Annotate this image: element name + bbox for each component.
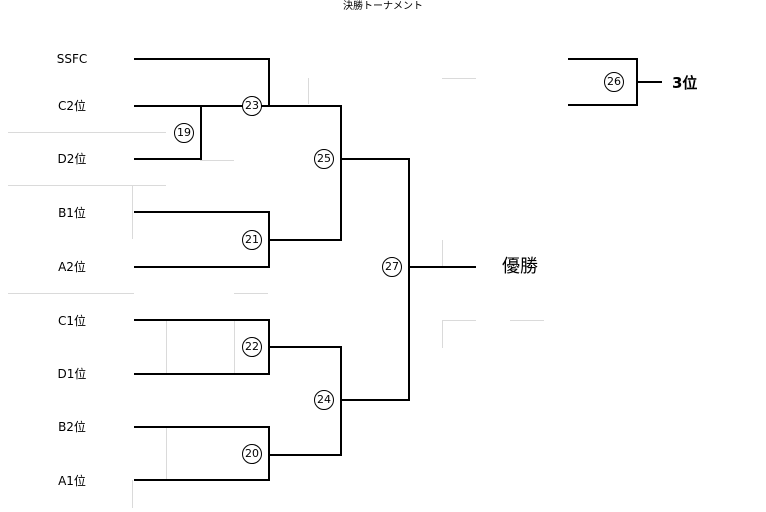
team-label: A2位	[58, 260, 86, 274]
bracket-line	[134, 211, 270, 213]
bracket-line	[340, 346, 342, 456]
bracket-line	[134, 319, 270, 321]
match-number-25: 25	[314, 149, 334, 169]
grid-line	[8, 185, 166, 186]
bracket-line	[340, 158, 410, 160]
grid-line	[234, 293, 268, 294]
match-number-23: 23	[242, 96, 262, 116]
grid-line	[132, 480, 133, 508]
grid-line	[132, 185, 133, 239]
third-place-label: 3位	[672, 74, 698, 92]
bracket-line	[268, 105, 342, 107]
grid-line	[8, 293, 134, 294]
match-number-22: 22	[242, 337, 262, 357]
bracket-line	[134, 105, 202, 107]
bracket-line	[340, 399, 410, 401]
match-number-24: 24	[314, 390, 334, 410]
team-label: SSFC	[56, 52, 88, 66]
team-label: A1位	[58, 474, 86, 488]
grid-line	[308, 78, 309, 104]
team-label: C1位	[57, 314, 86, 328]
grid-line	[166, 320, 167, 374]
match-number-19: 19	[174, 123, 194, 143]
bracket-line	[268, 426, 270, 481]
bracket-line	[134, 479, 270, 481]
bracket-line	[268, 58, 270, 106]
bracket-line	[134, 158, 202, 160]
bracket-line	[200, 105, 202, 160]
team-label: B2位	[58, 420, 86, 434]
champion-label: 優勝	[502, 256, 538, 277]
match-number-27: 27	[382, 257, 402, 277]
team-label: D2位	[57, 152, 87, 166]
bracket-line	[636, 81, 662, 83]
grid-line	[442, 240, 443, 266]
team-label: D1位	[57, 367, 87, 381]
grid-line	[442, 320, 476, 321]
grid-line	[166, 427, 167, 481]
team-label: C2位	[57, 99, 86, 113]
bracket-line	[134, 58, 270, 60]
bracket-line	[268, 239, 342, 241]
bracket-line	[134, 373, 270, 375]
bracket-line	[568, 104, 638, 106]
bracket-line	[134, 426, 270, 428]
match-number-26: 26	[604, 72, 624, 92]
bracket-line	[268, 346, 342, 348]
bracket-line	[408, 158, 410, 401]
bracket-line	[340, 105, 342, 241]
grid-line	[510, 320, 544, 321]
grid-line	[442, 78, 476, 79]
grid-line	[234, 320, 235, 374]
grid-line	[442, 320, 443, 348]
match-number-21: 21	[242, 230, 262, 250]
bracket-line	[568, 58, 638, 60]
bracket-line	[202, 105, 270, 107]
bracket-line	[408, 266, 476, 268]
grid-line	[8, 132, 166, 133]
bracket-line	[268, 454, 342, 456]
page-title: 決勝トーナメント	[343, 1, 423, 12]
bracket-line	[134, 266, 270, 268]
team-label: B1位	[58, 206, 86, 220]
match-number-20: 20	[242, 444, 262, 464]
grid-line	[200, 160, 234, 161]
